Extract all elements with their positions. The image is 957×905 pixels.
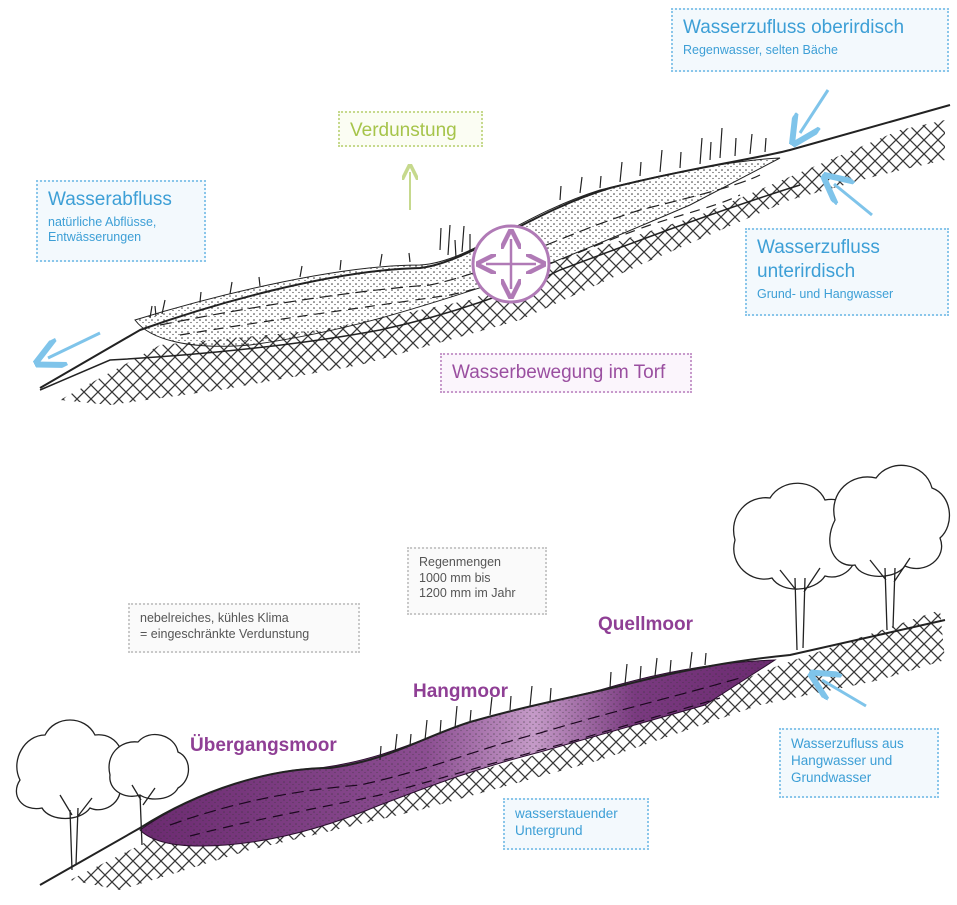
label-uebergangsmoor: Übergangsmoor	[190, 735, 337, 757]
climate-box: nebelreiches, kühles Klima = eingeschrän…	[128, 603, 360, 653]
surface-inflow-arrow	[800, 90, 828, 133]
bottom-inflow-line2: Hangwasser und	[791, 753, 927, 770]
ground-inflow-title-line2: unterirdisch	[757, 260, 937, 284]
evaporation-title: Verdunstung	[350, 119, 471, 143]
substrate-line2: Untergrund	[515, 823, 637, 840]
label-hangmoor: Hangmoor	[413, 681, 508, 703]
peat-movement-box: Wasserbewegung im Torf	[440, 353, 692, 393]
bottom-inflow-line1: Wasserzufluss aus	[791, 736, 927, 753]
substrate-line1: wasserstauender	[515, 806, 637, 823]
substrate-box: wasserstauender Untergrund	[503, 798, 649, 850]
rainfall-line2: 1000 mm bis	[419, 571, 535, 587]
surface-inflow-title: Wasserzufluss oberirdisch	[683, 16, 937, 40]
outflow-box: Wasserabfluss natürliche Abflüsse, Entwä…	[36, 180, 206, 262]
rainfall-box: Regenmengen 1000 mm bis 1200 mm im Jahr	[407, 547, 547, 615]
evaporation-box: Verdunstung	[338, 111, 483, 147]
bottom-inflow-line3: Grundwasser	[791, 770, 927, 787]
outflow-title: Wasserabfluss	[48, 188, 194, 212]
outflow-subtitle-line1: natürliche Abflüsse,	[48, 215, 194, 231]
outflow-arrow	[48, 333, 100, 358]
outflow-subtitle-line2: Entwässerungen	[48, 230, 194, 246]
bottom-diagram	[16, 465, 949, 890]
bottom-inflow-box: Wasserzufluss aus Hangwasser und Grundwa…	[779, 728, 939, 798]
surface-inflow-subtitle: Regenwasser, selten Bäche	[683, 43, 937, 59]
peat-movement-icon	[473, 226, 549, 302]
peat-movement-title: Wasserbewegung im Torf	[452, 361, 680, 385]
rainfall-line3: 1200 mm im Jahr	[419, 586, 535, 602]
rainfall-line1: Regenmengen	[419, 555, 535, 571]
ground-inflow-box: Wasserzufluss unterirdisch Grund- und Ha…	[745, 228, 949, 316]
ground-inflow-arrow	[834, 184, 872, 215]
ground-inflow-title-line1: Wasserzufluss	[757, 236, 937, 260]
ground-inflow-subtitle: Grund- und Hangwasser	[757, 287, 937, 303]
climate-line2: = eingeschränkte Verdunstung	[140, 627, 348, 643]
surface-inflow-box: Wasserzufluss oberirdisch Regenwasser, s…	[671, 8, 949, 72]
climate-line1: nebelreiches, kühles Klima	[140, 611, 348, 627]
label-quellmoor: Quellmoor	[598, 614, 693, 636]
